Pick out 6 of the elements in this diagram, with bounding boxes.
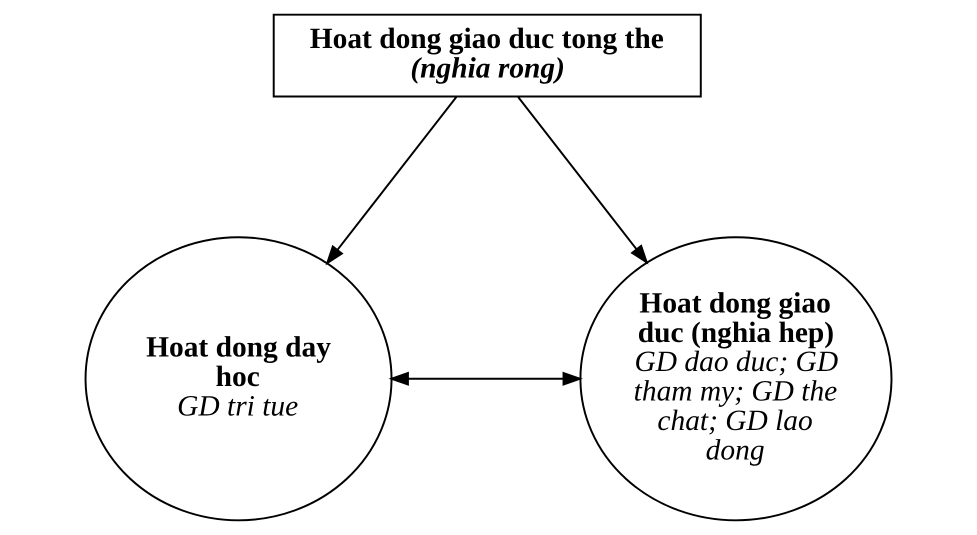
arrow bbox=[325, 96, 458, 266]
arrow bbox=[388, 372, 583, 386]
node-circle: Hoat dong day hoc GD tri tue bbox=[84, 236, 392, 522]
arrow bbox=[517, 96, 648, 265]
node-circle: Hoat dong giao duc (nghia hep) GD dao duc; GD tham my; GD the chat; GD lao dong bbox=[579, 236, 892, 522]
node-box: Hoat dong giao duc tong the (nghia rong) bbox=[272, 14, 702, 98]
